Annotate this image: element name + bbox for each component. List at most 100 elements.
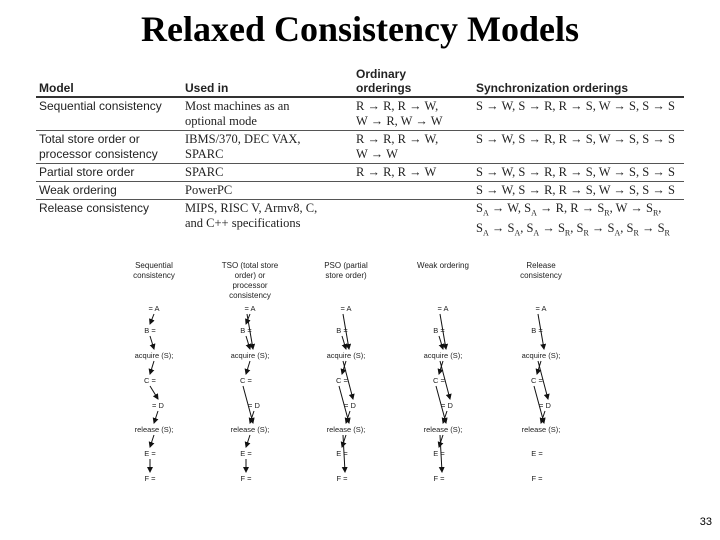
header-sync-orderings: Synchronization orderings [473,66,684,98]
diagram-title: processor [232,281,267,290]
ordering-arrow [148,434,155,448]
sync-symbol: S [607,220,615,235]
diagram-node: release (S); [231,425,270,434]
header-model: Model [36,66,182,98]
sync-symbol: S [626,220,634,235]
ordering-arrow [148,360,155,375]
used-in-cell: PowerPC [182,181,353,200]
sync-symbol: S [576,220,584,235]
ordering-arrow [341,434,348,473]
ordering-arrow [246,313,256,350]
sync-subscript: A [514,228,521,237]
sync-symbol: S [657,220,665,235]
ordering-arrow [244,360,251,375]
ordering-diagram: Weak ordering= AB =acquire (S);C == Drel… [417,261,469,483]
ordering-arrow [535,360,542,375]
sync-orderings-cell-line: S → W, S → R, R → S, W → S, S → S [476,99,675,113]
diagram-title: PSO (partial [324,261,368,270]
ordinary-orderings-cell-line: W → W [356,147,398,161]
sync-text: → [588,220,608,235]
diagram-node: C = [144,376,157,385]
ordinary-orderings-cell-line: R → R, R → W [356,165,437,179]
used-in-cell-line: and C++ specifications [185,216,301,230]
ordering-arrow [152,410,159,424]
sync-text: , W → [609,201,646,215]
sync-subscript: R [664,228,670,237]
diagram-title: consistency [229,291,271,300]
used-in-cell-line: SPARC [185,147,224,161]
sync-orderings-cell: S → W, S → R, R → S, W → S, S → S [473,97,684,131]
diagram-node: = A [437,304,448,313]
sync-symbol: S [476,201,483,215]
sync-symbol: S [507,220,515,235]
diagram-node: B = [433,326,445,335]
model-cell: Release consistency [36,200,182,242]
diagram-node: = D [248,401,260,410]
diagram-node: = D [344,401,356,410]
sync-subscript: R [564,228,571,237]
diagram-node: release (S); [135,425,174,434]
sync-symbol: S [597,201,605,215]
table-row: Partial store order SPARC R → R, R → W S → … [36,163,684,182]
ordering-arrow [242,385,255,424]
ordering-arrow [539,410,546,424]
model-cell-line: Total store order or [39,132,140,146]
ordering-arrow [437,434,444,448]
diagram-node: E = [144,449,156,458]
ordering-arrow [533,385,546,424]
sync-text: → [638,220,658,235]
used-in-cell-line: optional mode [185,114,257,128]
used-in-cell-line: IBMS/370, DEC VAX, [185,132,301,146]
ordering-arrow [149,335,156,350]
diagram-node: = D [441,401,453,410]
ordering-arrow [537,360,550,400]
ordering-arrow [342,360,355,400]
diagram-node: acquire (S); [522,351,561,360]
diagram-node: = D [539,401,551,410]
used-in-cell: MIPS, RISC V, Armv8, C,and C++ specifica… [182,200,353,242]
ordering-arrow [344,410,351,424]
ordering-arrow [341,335,348,350]
sync-text: → [488,220,508,235]
ordering-arrow [439,313,449,350]
diagram-node: = A [244,304,255,313]
ordering-arrow [441,410,448,424]
ordinary-orderings-cell-line: R → R, R → W, [356,132,439,146]
sync-line: SA → SA, SA → SR, SR → SA, SR → SR [476,220,670,238]
diagram-node: = A [148,304,159,313]
used-in-cell-line: SPARC [185,165,224,179]
model-cell-line: Partial store order [39,165,135,179]
sync-line: SA → W, SA → R, R → SR, W → SR, [476,201,661,218]
ordering-arrow [537,313,547,350]
model-cell: Weak ordering [36,181,182,200]
ordering-arrow [342,313,352,350]
diagram-title: order) or [235,271,266,280]
model-cell-line: Weak ordering [39,183,117,197]
header-ordinary-line1: Ordinary [356,67,407,81]
diagram-node: = D [152,401,164,410]
sync-symbol: S [526,220,534,235]
diagram-node: C = [240,376,253,385]
diagram-node: B = [240,326,252,335]
used-in-cell: IBMS/370, DEC VAX,SPARC [182,130,353,164]
model-cell-line: processor consistency [39,147,158,161]
sync-orderings-cell: S → W, S → R, R → S, W → S, S → S [473,181,684,200]
sync-subscript: R [652,208,659,218]
ordering-arrow [245,335,252,350]
sync-subscript: A [482,228,489,237]
ordering-arrow [437,360,444,375]
diagram-node: = A [535,304,546,313]
sync-subscript: R [583,228,589,237]
sync-symbol: S [524,201,532,215]
sync-orderings-cell: S → W, S → R, R → S, W → S, S → S [473,163,684,182]
sync-subscript: A [614,228,621,237]
diagram-node: E = [531,449,543,458]
